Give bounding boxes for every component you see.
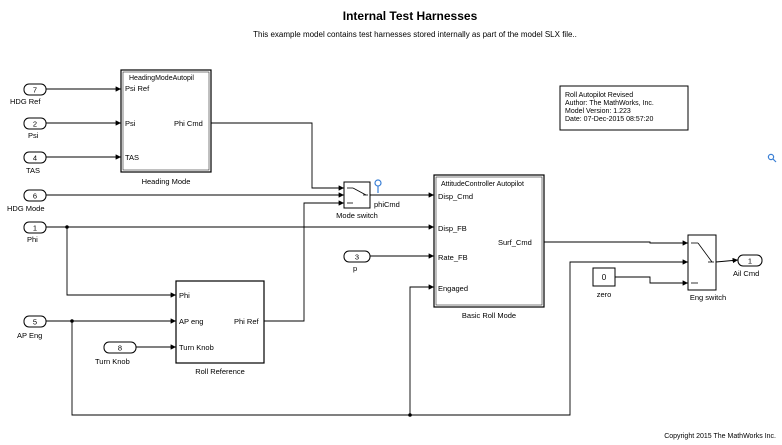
- diagram-title: Internal Test Harnesses: [343, 9, 478, 23]
- svg-text:7: 7: [33, 86, 37, 95]
- mode-switch-block[interactable]: Mode switch: [336, 181, 378, 220]
- svg-text:3: 3: [355, 253, 359, 262]
- heading-block-label: Heading Mode: [142, 177, 191, 186]
- info-line-2: Author: The MathWorks, Inc.: [565, 100, 654, 107]
- inport-ap-eng[interactable]: 5 AP Eng: [17, 315, 47, 340]
- outport-label: Ail Cmd: [733, 269, 759, 278]
- constant-label: zero: [597, 290, 612, 299]
- svg-text:Phi Ref: Phi Ref: [234, 317, 260, 326]
- eng-switch-label: Eng switch: [690, 293, 726, 302]
- svg-text:Engaged: Engaged: [438, 284, 468, 293]
- roll-reference-block[interactable]: Phi AP eng Turn Knob Phi Ref Roll Refere…: [175, 280, 265, 376]
- svg-text:2: 2: [33, 120, 37, 129]
- outport-ail-cmd[interactable]: 1 Ail Cmd: [733, 254, 763, 278]
- svg-text:4: 4: [33, 154, 37, 163]
- branch-point: [65, 225, 69, 229]
- basic-roll-inner-title: AttitudeController Autopilot: [441, 181, 524, 188]
- heading-mode-block[interactable]: HeadingModeAutopil Psi Ref Psi TAS Phi C…: [120, 69, 212, 186]
- inport-label: Psi: [28, 131, 39, 140]
- svg-text:8: 8: [118, 344, 122, 353]
- branch-point: [70, 319, 74, 323]
- inport-label: HDG Ref: [10, 97, 41, 106]
- info-line-4: Date: 07-Dec-2015 08:57:20: [565, 116, 653, 123]
- svg-text:AP eng: AP eng: [179, 317, 203, 326]
- phicmd-signal-label: phiCmd: [374, 200, 400, 209]
- branch-point: [408, 413, 412, 417]
- model-info-box: Roll Autopilot Revised Author: The MathW…: [559, 85, 689, 131]
- svg-text:Psi: Psi: [125, 119, 136, 128]
- constant-zero-block[interactable]: 0 zero: [592, 267, 616, 299]
- svg-text:Phi: Phi: [179, 291, 190, 300]
- svg-text:Phi Cmd: Phi Cmd: [174, 119, 203, 128]
- roll-reference-label: Roll Reference: [195, 367, 245, 376]
- signal-lines: [46, 86, 739, 416]
- svg-text:Disp_Cmd: Disp_Cmd: [438, 192, 473, 201]
- basic-roll-mode-block[interactable]: AttitudeController Autopilot Disp_Cmd Di…: [433, 174, 545, 320]
- svg-text:1: 1: [748, 257, 752, 266]
- svg-text:1: 1: [33, 224, 37, 233]
- basic-roll-label: Basic Roll Mode: [462, 311, 516, 320]
- info-line-1: Roll Autopilot Revised: [565, 92, 633, 99]
- svg-text:TAS: TAS: [125, 153, 139, 162]
- inport-label: HDG Mode: [7, 204, 45, 213]
- inport-label: AP Eng: [17, 331, 42, 340]
- inport-p[interactable]: 3 p: [343, 250, 371, 273]
- svg-text:Psi Ref: Psi Ref: [125, 84, 150, 93]
- inport-label: Turn Knob: [95, 357, 130, 366]
- inport-label: Phi: [27, 235, 38, 244]
- probe-icon[interactable]: [374, 179, 382, 193]
- inport-hdg-ref[interactable]: 7 HDG Ref: [10, 83, 47, 106]
- inport-hdg-mode[interactable]: 6 HDG Mode: [7, 189, 47, 213]
- mode-switch-label: Mode switch: [336, 211, 378, 220]
- svg-text:6: 6: [33, 192, 37, 201]
- search-icon[interactable]: [767, 153, 777, 163]
- svg-text:Turn Knob: Turn Knob: [179, 343, 214, 352]
- svg-text:5: 5: [33, 318, 37, 327]
- info-line-3: Model Version: 1.223: [565, 108, 631, 115]
- eng-switch-block[interactable]: Eng switch: [687, 234, 726, 302]
- inport-tas[interactable]: 4 TAS: [23, 151, 47, 175]
- svg-text:Rate_FB: Rate_FB: [438, 253, 468, 262]
- inport-psi[interactable]: 2 Psi: [23, 117, 47, 140]
- inport-phi[interactable]: 1 Phi: [23, 221, 47, 244]
- diagram-subtitle: This example model contains test harness…: [253, 30, 577, 39]
- svg-text:Disp_FB: Disp_FB: [438, 224, 467, 233]
- svg-text:Surf_Cmd: Surf_Cmd: [498, 238, 532, 247]
- svg-text:0: 0: [602, 273, 607, 282]
- inport-label: TAS: [26, 166, 40, 175]
- heading-inner-title: HeadingModeAutopil: [129, 75, 194, 82]
- inport-label: p: [353, 264, 357, 273]
- inport-turn-knob[interactable]: 8 Turn Knob: [95, 341, 137, 366]
- copyright-text: Copyright 2015 The MathWorks Inc.: [664, 433, 776, 440]
